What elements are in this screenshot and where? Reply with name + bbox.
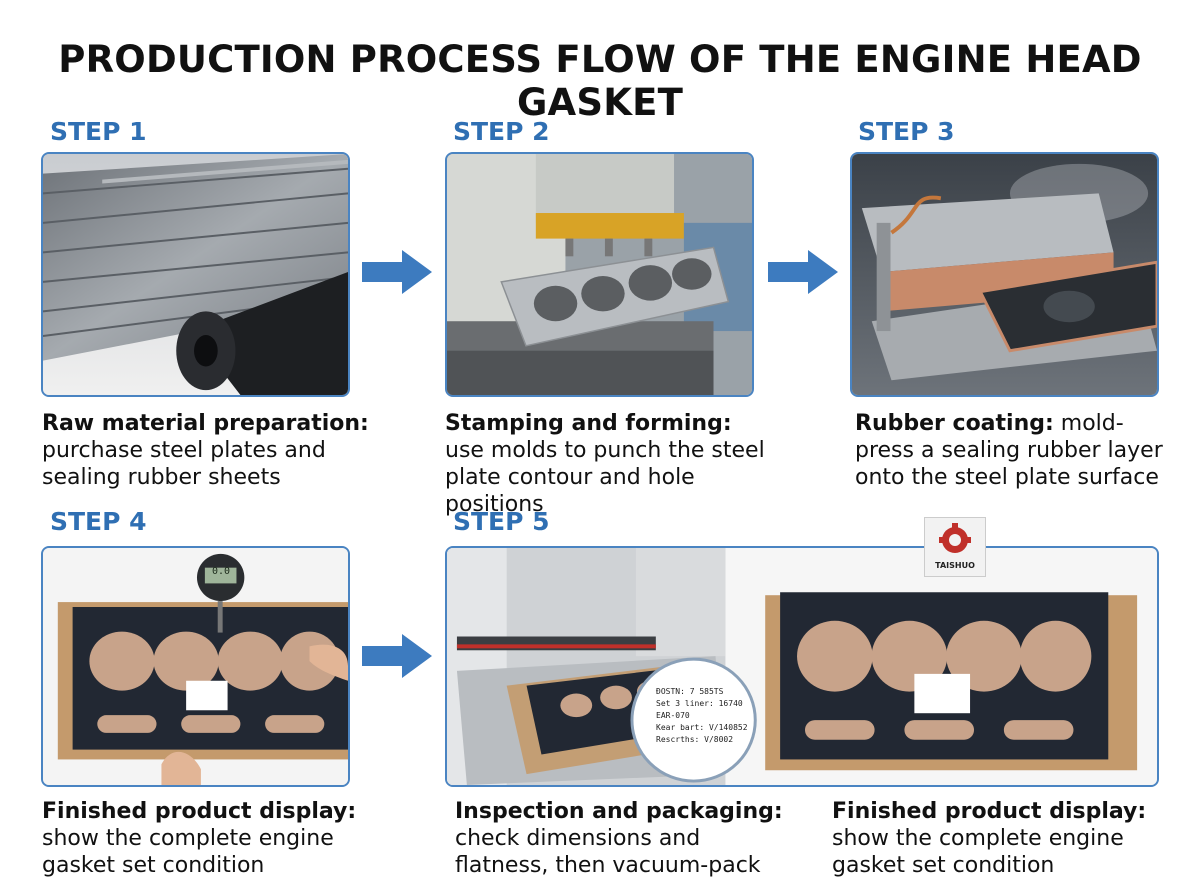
step-5-label: STEP 5 xyxy=(453,507,550,536)
finished-display-caption: Finished product display: show the compl… xyxy=(832,798,1172,879)
step-1-label: STEP 1 xyxy=(50,117,147,146)
step-4-caption-text: show the complete engine gasket set cond… xyxy=(42,826,334,878)
step-2-caption: Stamping and forming: use molds to punch… xyxy=(445,410,775,518)
label-line-3: Kear bart: V/140852 xyxy=(656,723,748,732)
step-5-caption: Inspection and packaging: check dimensio… xyxy=(455,798,785,879)
step-1-caption-text: purchase steel plates and sealing rubber… xyxy=(42,438,326,490)
arrow-right-icon xyxy=(362,250,432,294)
gauge-reading: 0.0 xyxy=(211,566,231,577)
logo-text: TAISHUO xyxy=(935,561,975,570)
step-4-image xyxy=(41,546,350,787)
taishuo-logo: TAISHUO xyxy=(924,517,986,577)
page-title: PRODUCTION PROCESS FLOW OF THE ENGINE HE… xyxy=(58,38,1142,124)
label-line-4: Rescrths: V/8002 xyxy=(656,735,734,744)
step-3-image xyxy=(850,152,1159,397)
gear-icon xyxy=(939,523,971,553)
step-1-caption-title: Raw material preparation: xyxy=(42,411,369,436)
step-5-caption-title: Inspection and packaging: xyxy=(455,799,783,824)
step-2-image xyxy=(445,152,754,397)
arrow-right-icon xyxy=(768,250,838,294)
step-4-caption: Finished product display: show the compl… xyxy=(42,798,382,879)
step-3-label: STEP 3 xyxy=(858,117,955,146)
finished-display-caption-text: show the complete engine gasket set cond… xyxy=(832,826,1124,878)
package-label: ĐOSTN: 7 585TS Set 3 liner: 16740 EAR-07… xyxy=(656,686,756,746)
step-2-label: STEP 2 xyxy=(453,117,550,146)
step-3-caption-text: mold-press a sealing rubber layer onto t… xyxy=(855,411,1163,490)
finished-display-caption-title: Finished product display: xyxy=(832,799,1147,824)
label-line-2: Set 3 liner: 16740 EAR-070 xyxy=(656,699,743,720)
step-2-caption-text: use molds to punch the steel plate conto… xyxy=(445,438,765,517)
step-4-label: STEP 4 xyxy=(50,507,147,536)
step-5-image xyxy=(445,546,1159,787)
step-5-caption-text: check dimensions and flatness, then vacu… xyxy=(455,826,761,878)
step-3-caption-title: Rubber coating: xyxy=(855,411,1054,436)
step-1-caption: Raw material preparation: purchase steel… xyxy=(42,410,372,491)
arrow-right-icon xyxy=(362,634,432,678)
step-4-caption-title: Finished product display: xyxy=(42,799,357,824)
label-line-1: ĐOSTN: 7 585TS xyxy=(656,687,724,696)
step-3-caption: Rubber coating: mold-press a sealing rub… xyxy=(855,410,1175,491)
step-1-image xyxy=(41,152,350,397)
step-2-caption-title: Stamping and forming: xyxy=(445,411,732,436)
